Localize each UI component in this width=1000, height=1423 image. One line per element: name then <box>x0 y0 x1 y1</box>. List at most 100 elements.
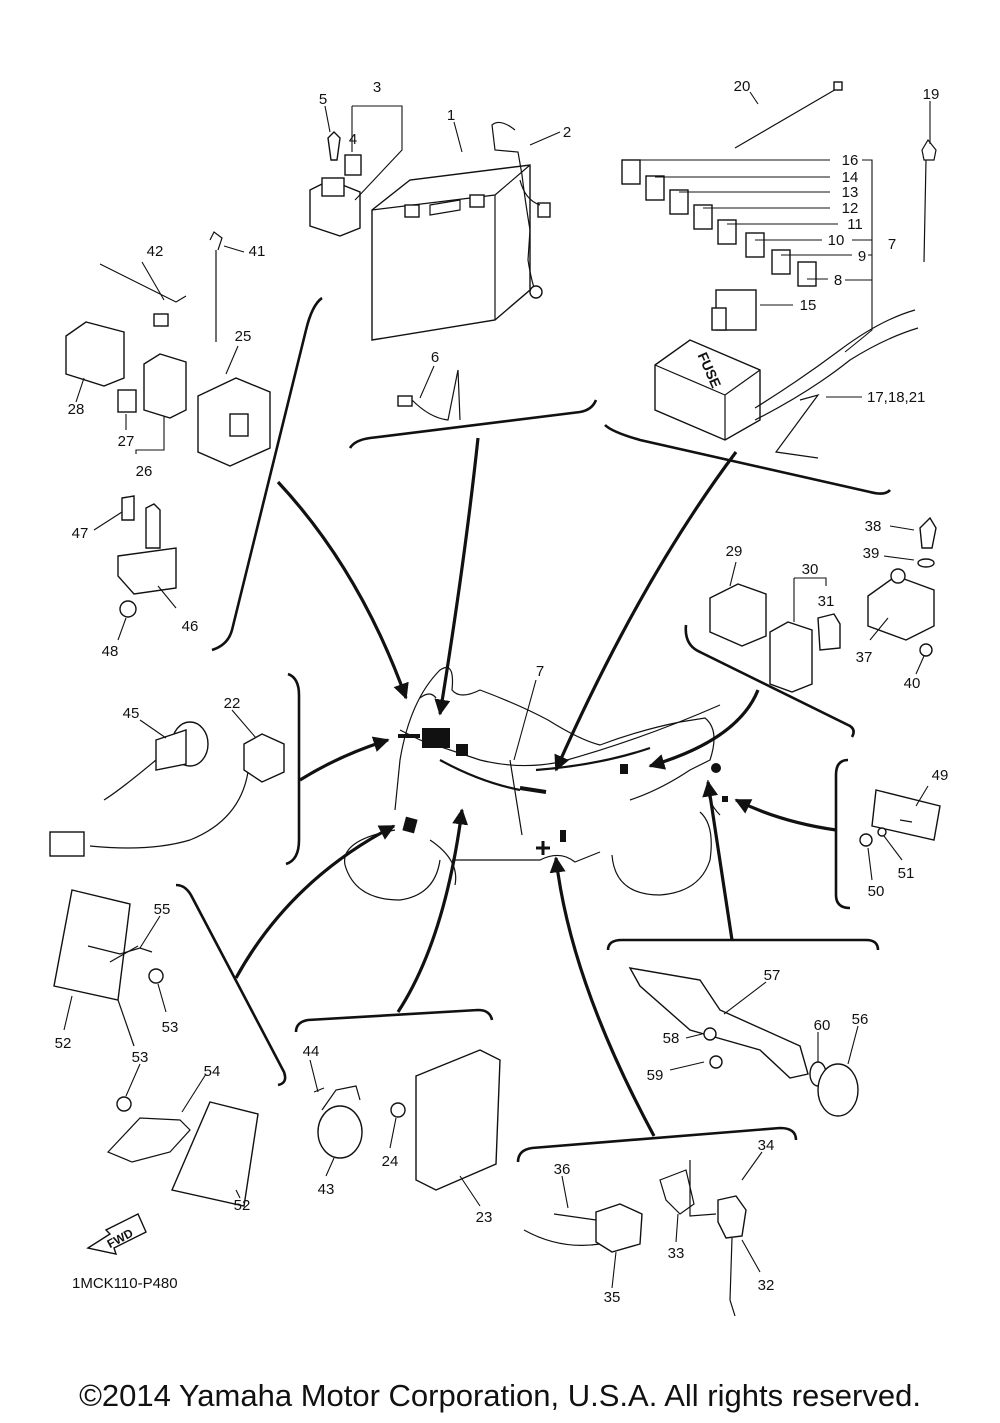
part-number: 59 <box>647 1067 664 1084</box>
harness-band <box>774 393 820 459</box>
bracket-horn-group <box>294 1008 494 1033</box>
part-number: 41 <box>249 243 266 260</box>
part-number: 44 <box>303 1043 320 1060</box>
part-number: 24 <box>382 1153 399 1170</box>
plate-bracket <box>628 967 859 1117</box>
reflector-rear <box>106 1096 259 1207</box>
cable-tie <box>734 87 839 149</box>
part-number: 55 <box>154 901 171 918</box>
part-number: 36 <box>554 1161 571 1178</box>
sensor-bolt-assy <box>117 495 177 618</box>
part-number: 20 <box>734 78 751 95</box>
diagram-code: 1MCK110-P480 <box>72 1275 178 1292</box>
part-number: 28 <box>68 401 85 418</box>
callout-fuse <box>554 451 738 772</box>
tail-reflector <box>859 789 941 847</box>
callout-tail-reflector <box>734 798 837 832</box>
sensor-32 <box>659 1160 747 1317</box>
part-labels: 1 2 3 4 5 6 20 19 16 14 13 12 11 10 9 8 … <box>55 78 949 1306</box>
part-number: 8 <box>834 272 842 289</box>
battery-location-mark <box>422 728 450 748</box>
part-number: 56 <box>852 1011 869 1028</box>
part-number: 25 <box>235 328 252 345</box>
callout-relay <box>648 689 760 770</box>
sensor-lead <box>397 369 461 421</box>
part-number: 57 <box>764 967 781 984</box>
part-number: 48 <box>102 643 119 660</box>
part-number: 31 <box>818 593 835 610</box>
part-number: 52 <box>234 1197 251 1214</box>
part-number: 4 <box>349 131 357 148</box>
sensor-37 <box>867 516 937 657</box>
relay-assy <box>117 353 187 419</box>
part-number: 49 <box>932 767 949 784</box>
clamp <box>209 231 223 342</box>
flasher-relay <box>65 321 125 387</box>
reflector-front <box>53 889 164 1047</box>
part-number: 33 <box>668 1245 685 1262</box>
part-number: 42 <box>147 243 164 260</box>
part-number: 27 <box>118 433 135 450</box>
bulb-socket <box>103 721 209 801</box>
part-number: 38 <box>865 518 882 535</box>
part-number: 1 <box>447 107 455 124</box>
connector-22 <box>49 733 285 857</box>
part-number: 52 <box>55 1035 72 1052</box>
motorcycle-silhouette <box>344 666 728 901</box>
part-number: 35 <box>604 1289 621 1306</box>
part-number: 6 <box>431 349 439 366</box>
part-number: 14 <box>842 169 859 186</box>
callout-horn <box>396 808 469 1013</box>
bracket-front-reflector-group <box>175 883 287 1087</box>
part-number: 23 <box>476 1209 493 1226</box>
bracket-fuse-group <box>604 424 891 495</box>
callout-sensor <box>549 856 656 1137</box>
fuse-box: FUSE <box>654 339 761 441</box>
part-number: 46 <box>182 618 199 635</box>
part-number: 19 <box>923 86 940 103</box>
part-number: 26 <box>136 463 153 480</box>
bracket-sensor-group <box>516 1126 798 1163</box>
battery <box>371 164 531 341</box>
ecu <box>390 1049 501 1191</box>
relay-box <box>709 583 767 647</box>
battery-cable <box>491 121 537 293</box>
part-number: 13 <box>842 184 859 201</box>
part-number: 22 <box>224 695 241 712</box>
part-number: 51 <box>898 865 915 882</box>
part-number: 45 <box>123 705 140 722</box>
callout-top-left <box>276 480 409 700</box>
part-number: 30 <box>802 561 819 578</box>
relay-unit <box>769 613 841 693</box>
part-number: 15 <box>800 297 817 314</box>
horn <box>313 1085 363 1159</box>
callout-plate <box>702 780 734 941</box>
callout-front-reflector <box>234 824 396 979</box>
part-number: 10 <box>828 232 845 249</box>
part-number: 16 <box>842 152 859 169</box>
part-number: 17,18,21 <box>867 389 925 406</box>
starter-relay <box>309 131 362 237</box>
bracket-rod <box>99 263 187 303</box>
part-number: 7 <box>536 663 544 680</box>
part-number: 40 <box>904 675 921 692</box>
callout-battery <box>434 437 480 716</box>
callout-mirror <box>299 736 390 782</box>
bracket-mirror-group <box>285 672 301 866</box>
part-number: 5 <box>319 91 327 108</box>
control-unit <box>197 377 271 467</box>
fuses <box>621 159 817 287</box>
part-number: 60 <box>814 1017 831 1034</box>
part-number: 53 <box>132 1049 149 1066</box>
part-number: 39 <box>863 545 880 562</box>
bracket-tail-reflector-group <box>834 758 851 910</box>
fwd-arrow: FWD <box>86 1213 147 1255</box>
fuse-harness <box>754 309 919 421</box>
bracket-battery-group <box>348 399 598 449</box>
fuse-holder <box>711 289 757 331</box>
part-number: 11 <box>847 216 863 233</box>
part-number: 34 <box>758 1137 775 1154</box>
copyright-notice: ©2014 Yamaha Motor Corporation, U.S.A. A… <box>79 1378 921 1413</box>
part-number: 47 <box>72 525 89 542</box>
part-number: 53 <box>162 1019 179 1036</box>
